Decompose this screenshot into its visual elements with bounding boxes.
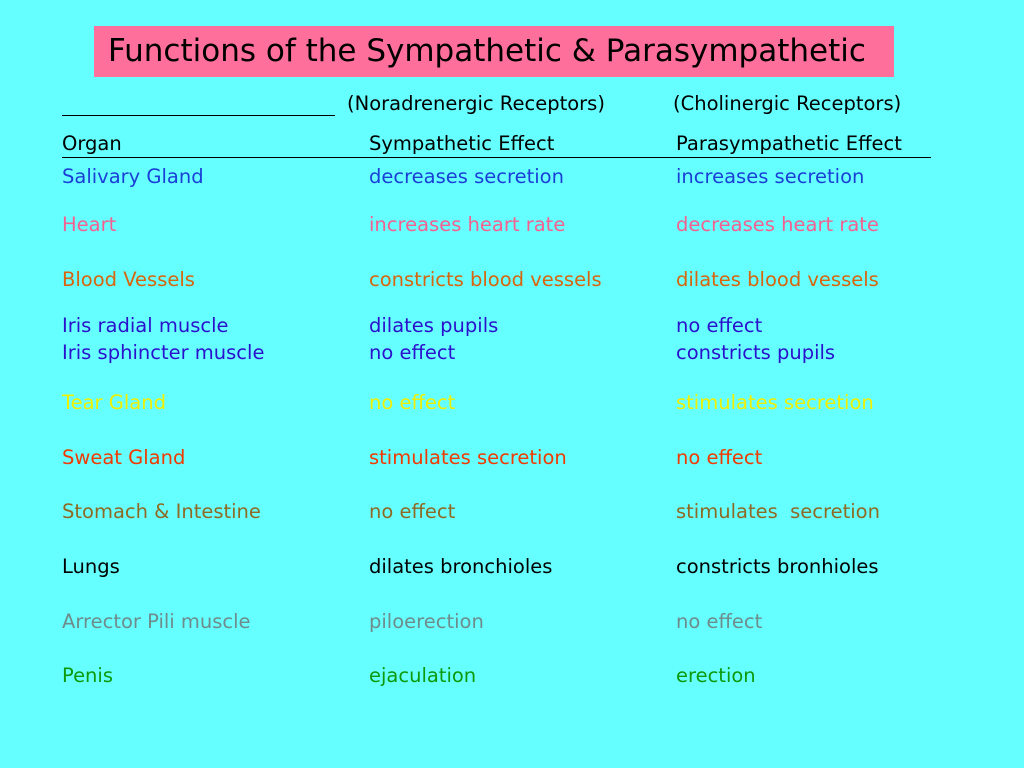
parasympathetic-header: Parasympathetic Effect [676,132,902,155]
receptor-underline [62,115,335,116]
sympathetic-lungs: dilates bronchioles [369,555,553,578]
sympathetic-heart: increases heart rate [369,213,566,236]
slide-title: Functions of the Sympathetic & Parasympa… [108,33,866,69]
parasympathetic-heart: decreases heart rate [676,213,879,236]
organ-sweat-gland: Sweat Gland [62,446,186,469]
parasympathetic-iris-radial-muscle: no effect [676,314,763,337]
parasympathetic-salivary-gland: increases secretion [676,165,865,188]
sympathetic-header: Sympathetic Effect [369,132,555,155]
organ-header: Organ [62,132,122,155]
sympathetic-receptor-label: (Noradrenergic Receptors) [347,92,605,115]
parasympathetic-arrector-pili-muscle: no effect [676,610,763,633]
organ-lungs: Lungs [62,555,120,578]
organ-salivary-gland: Salivary Gland [62,165,204,188]
parasympathetic-sweat-gland: no effect [676,446,763,469]
sympathetic-tear-gland: no effect [369,391,456,414]
organ-arrector-pili-muscle: Arrector Pili muscle [62,610,251,633]
organ-blood-vessels: Blood Vessels [62,268,195,291]
parasympathetic-blood-vessels: dilates blood vessels [676,268,879,291]
header-divider [62,157,931,158]
organ-heart: Heart [62,213,117,236]
organ-stomach-intestine: Stomach & Intestine [62,500,261,523]
sympathetic-stomach-intestine: no effect [369,500,456,523]
parasympathetic-lungs: constricts bronhioles [676,555,879,578]
sympathetic-penis: ejaculation [369,664,477,687]
organ-iris-radial-muscle: Iris radial muscle [62,314,229,337]
parasympathetic-receptor-label: (Cholinergic Receptors) [673,92,902,115]
parasympathetic-tear-gland: stimulates secretion [676,391,874,414]
sympathetic-iris-radial-muscle: dilates pupils [369,314,499,337]
sympathetic-arrector-pili-muscle: piloerection [369,610,484,633]
organ-iris-sphincter-muscle: Iris sphincter muscle [62,341,265,364]
sympathetic-salivary-gland: decreases secretion [369,165,564,188]
sympathetic-sweat-gland: stimulates secretion [369,446,567,469]
parasympathetic-penis: erection [676,664,756,687]
parasympathetic-iris-sphincter-muscle: constricts pupils [676,341,836,364]
sympathetic-iris-sphincter-muscle: no effect [369,341,456,364]
sympathetic-blood-vessels: constricts blood vessels [369,268,602,291]
organ-tear-gland: Tear Gland [62,391,166,414]
organ-penis: Penis [62,664,113,687]
parasympathetic-stomach-intestine: stimulates secretion [676,500,880,523]
title-box [94,26,894,77]
